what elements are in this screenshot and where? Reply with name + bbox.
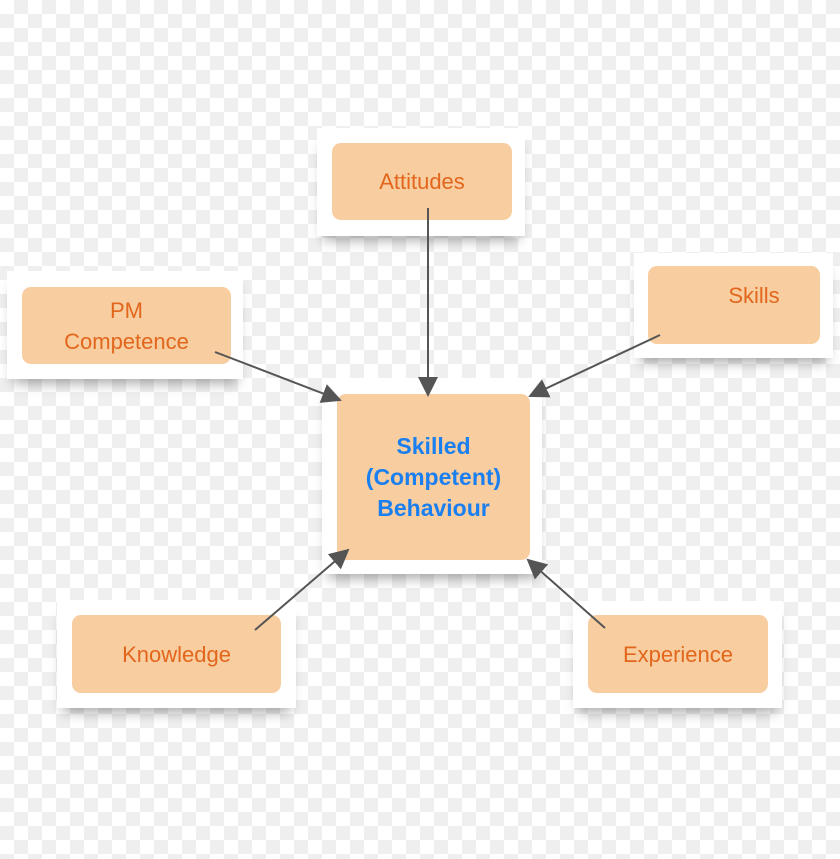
attitudes-box: Attitudes — [332, 143, 512, 220]
arrow-knowledge — [254, 548, 350, 631]
center-card: Skilled (Competent) Behaviour — [322, 378, 542, 574]
arrow-experience — [526, 558, 606, 629]
experience-label: Experience — [622, 641, 734, 667]
skills-card: Skills — [634, 253, 833, 358]
knowledge-box: Knowledge — [72, 615, 281, 693]
center-label-line2: (Competent) — [365, 463, 502, 490]
pm-competence-card: PM Competence — [7, 271, 243, 379]
pm-competence-box: PM Competence — [22, 287, 231, 364]
arrow-skills — [528, 334, 661, 398]
skills-box: Skills — [648, 266, 820, 344]
experience-card: Experience — [573, 601, 782, 708]
attitudes-label: Attitudes — [379, 169, 465, 194]
pm-competence-label-line2: Competence — [64, 328, 189, 354]
attitudes-card: Attitudes — [317, 128, 525, 236]
knowledge-card: Knowledge — [57, 600, 296, 708]
center-label-line1: Skilled — [396, 432, 471, 459]
experience-box: Experience — [588, 615, 768, 693]
arrow-pm-competence — [214, 351, 342, 403]
knowledge-label: Knowledge — [122, 641, 231, 667]
center-label-line3: Behaviour — [377, 494, 490, 521]
pm-competence-label-line1: PM — [110, 297, 143, 323]
skills-label: Skills — [728, 282, 780, 308]
center-box: Skilled (Competent) Behaviour — [337, 394, 530, 560]
